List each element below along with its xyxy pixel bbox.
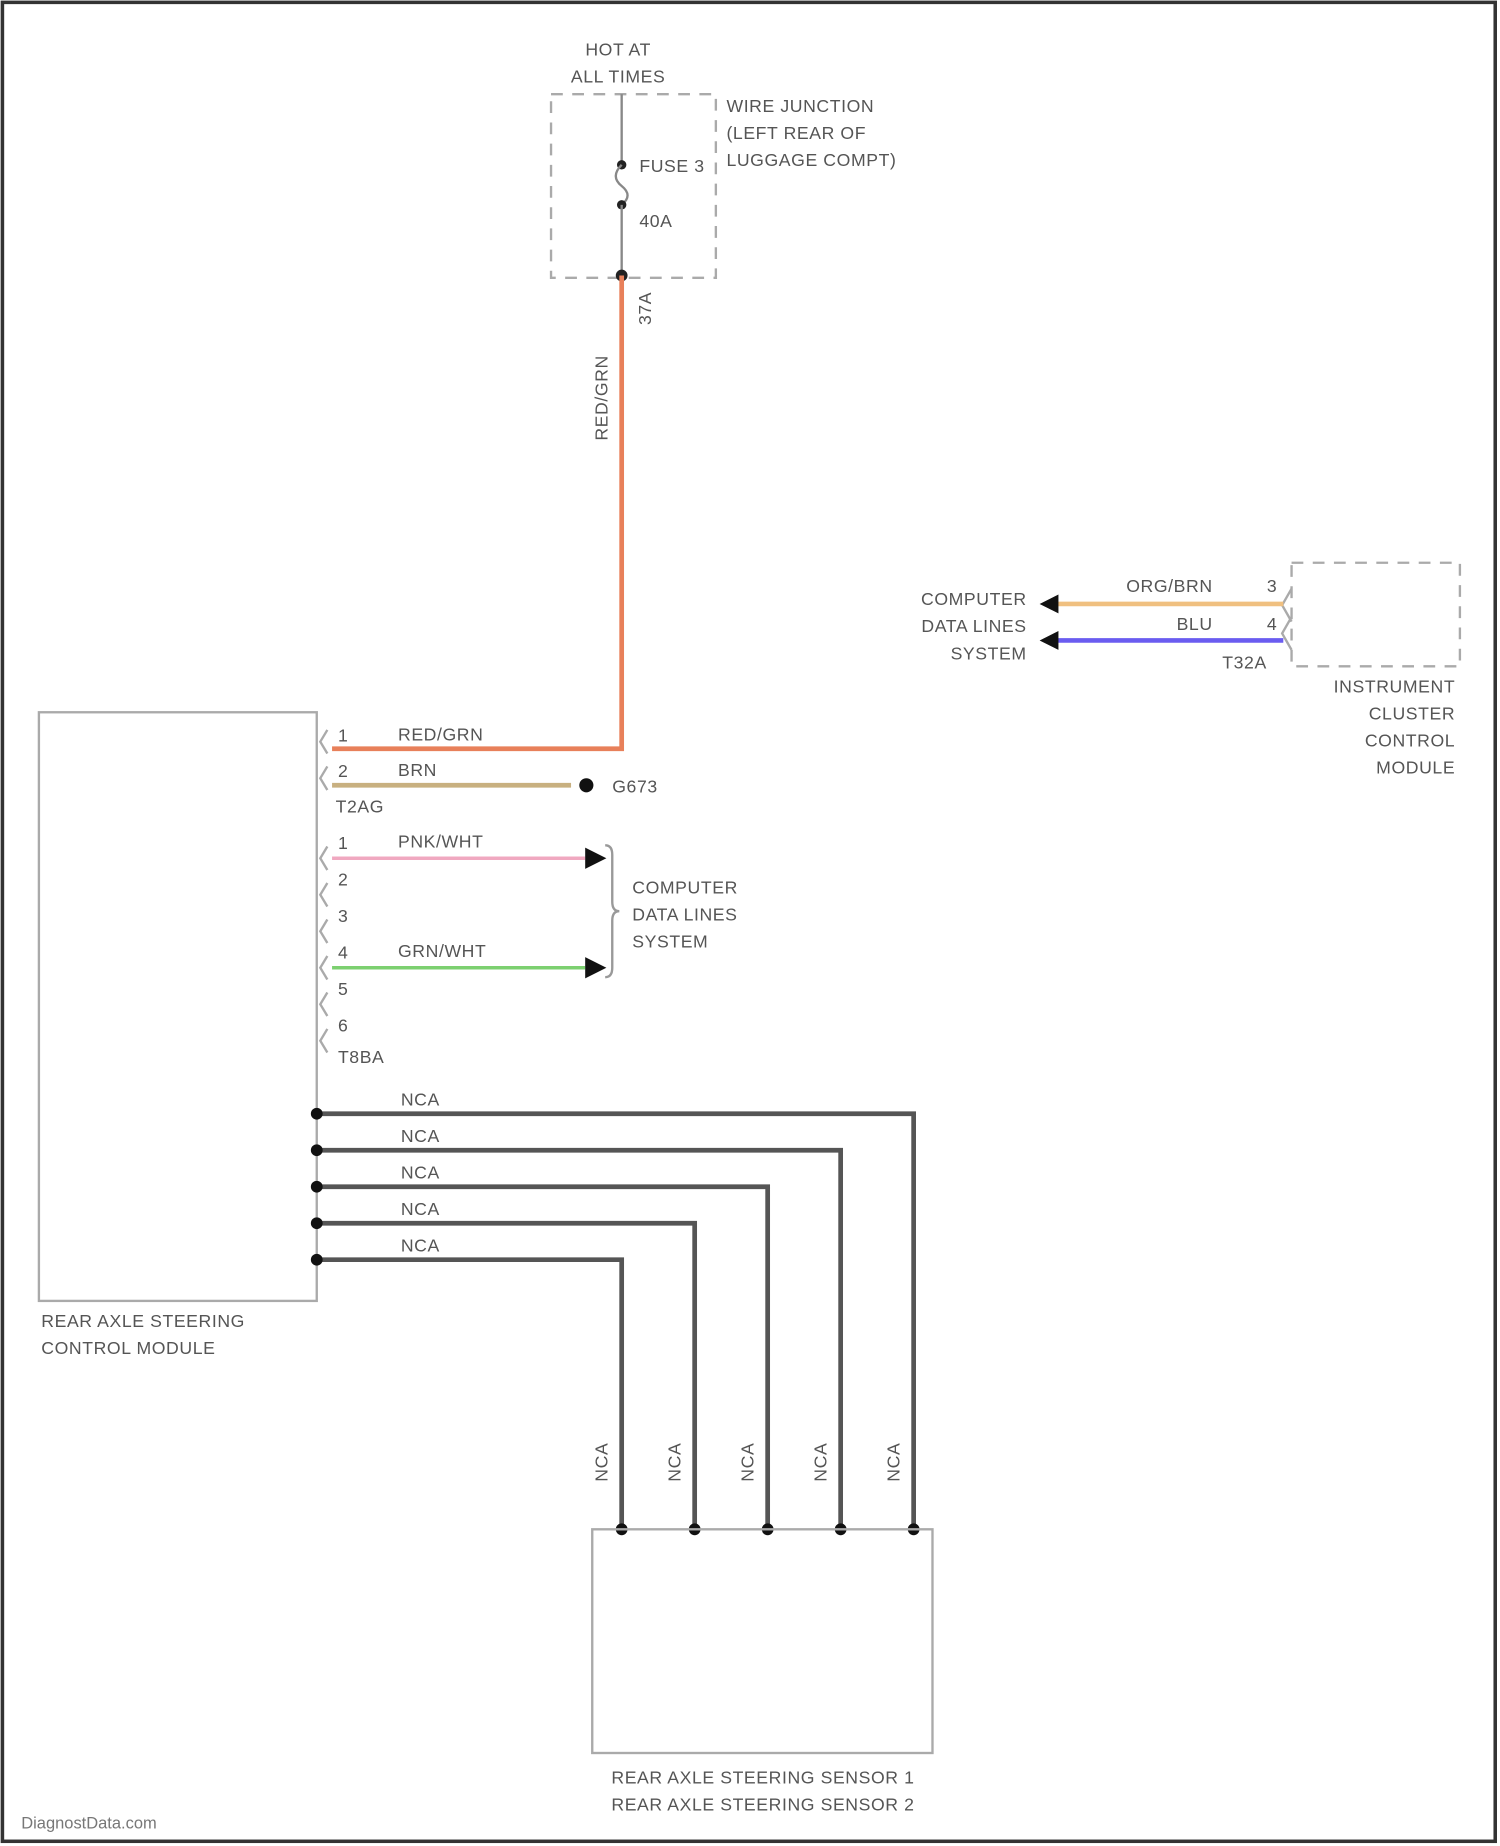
pin-label: 1 <box>338 726 348 746</box>
wire-label-nca: NCA <box>401 1162 440 1182</box>
cluster-label-2: CLUSTER <box>1369 703 1455 723</box>
junction-label-3: LUGGAGE COMPT) <box>726 150 896 170</box>
instrument-cluster-box <box>1292 563 1460 667</box>
dest-label-3: SYSTEM <box>951 643 1027 663</box>
wire-label-nca-vertical: NCA <box>884 1443 904 1482</box>
connector-b-pins: 1 2 3 4 5 6 <box>320 833 348 1053</box>
junction-label-2: (LEFT REAR OF <box>726 123 866 143</box>
ground-icon <box>579 778 593 792</box>
connector-pin-icon <box>320 992 327 1016</box>
pin-label: 5 <box>338 979 348 999</box>
hot-at-label-1: HOT AT <box>585 39 651 59</box>
module-terminal <box>311 1217 323 1229</box>
connector-t8ba: T8BA <box>338 1047 384 1067</box>
connector-pin-icon <box>320 883 327 907</box>
pin-label: 2 <box>338 869 348 889</box>
arrow-right-icon <box>585 957 606 978</box>
wire-label-pnk-wht: PNK/WHT <box>398 832 483 852</box>
pin-label-37a: 37A <box>635 292 655 325</box>
wire-label-blu: BLU <box>1177 614 1213 634</box>
pin-label: 4 <box>338 942 348 962</box>
module-terminal <box>311 1181 323 1193</box>
connector-pin-icon <box>320 846 327 870</box>
module-terminal <box>311 1254 323 1266</box>
wire-label-grn-wht: GRN/WHT <box>398 941 486 961</box>
pin-label: 2 <box>338 761 348 781</box>
wire-red-grn <box>332 275 622 748</box>
wire-label-red-grn-vertical: RED/GRN <box>592 355 612 440</box>
connector-pin-icon <box>320 1029 327 1053</box>
cluster-connector-icon <box>1282 589 1291 650</box>
wire-nca <box>317 1150 841 1529</box>
wire-label-nca-vertical: NCA <box>665 1443 685 1482</box>
sensor-label-1: REAR AXLE STEERING SENSOR 1 <box>611 1768 914 1788</box>
cluster-label-1: INSTRUMENT <box>1334 676 1456 696</box>
wire-junction-box <box>551 94 716 278</box>
nca-wires: NCA NCA NCA NCA NCA NCA NCA NCA NCA NCA <box>311 1089 920 1535</box>
connector-a-icon <box>320 730 327 790</box>
pin-label-3: 3 <box>1267 576 1277 596</box>
fuse-icon <box>616 165 628 205</box>
watermark: DiagnostData.com <box>21 1814 156 1832</box>
arrow-left-icon <box>1040 595 1059 614</box>
wire-label-nca: NCA <box>401 1126 440 1146</box>
wire-label-nca: NCA <box>401 1235 440 1255</box>
wire-label-nca: NCA <box>401 1199 440 1219</box>
connector-pin-icon <box>320 956 327 980</box>
pin-label: 1 <box>338 833 348 853</box>
dest-label-1: COMPUTER <box>921 589 1027 609</box>
junction-label-1: WIRE JUNCTION <box>726 96 874 116</box>
cluster-label-3: CONTROL <box>1365 730 1455 750</box>
wire-nca <box>317 1260 622 1530</box>
dest-label-1: COMPUTER <box>632 878 738 898</box>
wire-label-red-grn: RED/GRN <box>398 725 483 745</box>
pin-label: 3 <box>338 906 348 926</box>
ground-label: G673 <box>612 776 658 796</box>
cluster-label-4: MODULE <box>1376 757 1455 777</box>
pin-label: 6 <box>338 1015 348 1035</box>
sensor-label-2: REAR AXLE STEERING SENSOR 2 <box>611 1795 914 1815</box>
rear-axle-steering-control-module-box <box>39 712 317 1301</box>
connector-t2ag: T2AG <box>336 796 384 816</box>
dest-label-3: SYSTEM <box>632 932 708 952</box>
fuse-label: FUSE 3 <box>639 156 704 176</box>
wire-nca <box>317 1223 695 1529</box>
wire-label-org-brn: ORG/BRN <box>1126 576 1212 596</box>
connector-pin-icon <box>320 919 327 943</box>
arrow-right-icon <box>585 848 606 869</box>
hot-at-label-2: ALL TIMES <box>571 66 666 86</box>
wire-nca <box>317 1187 768 1530</box>
module-terminal <box>311 1144 323 1156</box>
dest-label-2: DATA LINES <box>632 905 737 925</box>
module-label-1: REAR AXLE STEERING <box>41 1311 245 1331</box>
rear-axle-steering-sensor-box <box>592 1529 932 1753</box>
fuse-rating: 40A <box>639 211 672 231</box>
module-terminal <box>311 1108 323 1120</box>
wire-label-nca: NCA <box>401 1089 440 1109</box>
brace-icon <box>605 845 619 977</box>
dest-label-2: DATA LINES <box>921 616 1026 636</box>
wire-label-nca-vertical: NCA <box>592 1443 612 1482</box>
arrow-left-icon <box>1040 631 1059 650</box>
wire-label-nca-vertical: NCA <box>811 1443 831 1482</box>
module-label-2: CONTROL MODULE <box>41 1338 215 1358</box>
wire-label-nca-vertical: NCA <box>738 1443 758 1482</box>
pin-label-4: 4 <box>1267 614 1277 634</box>
connector-t32a: T32A <box>1222 653 1267 673</box>
wire-label-brn: BRN <box>398 760 437 780</box>
